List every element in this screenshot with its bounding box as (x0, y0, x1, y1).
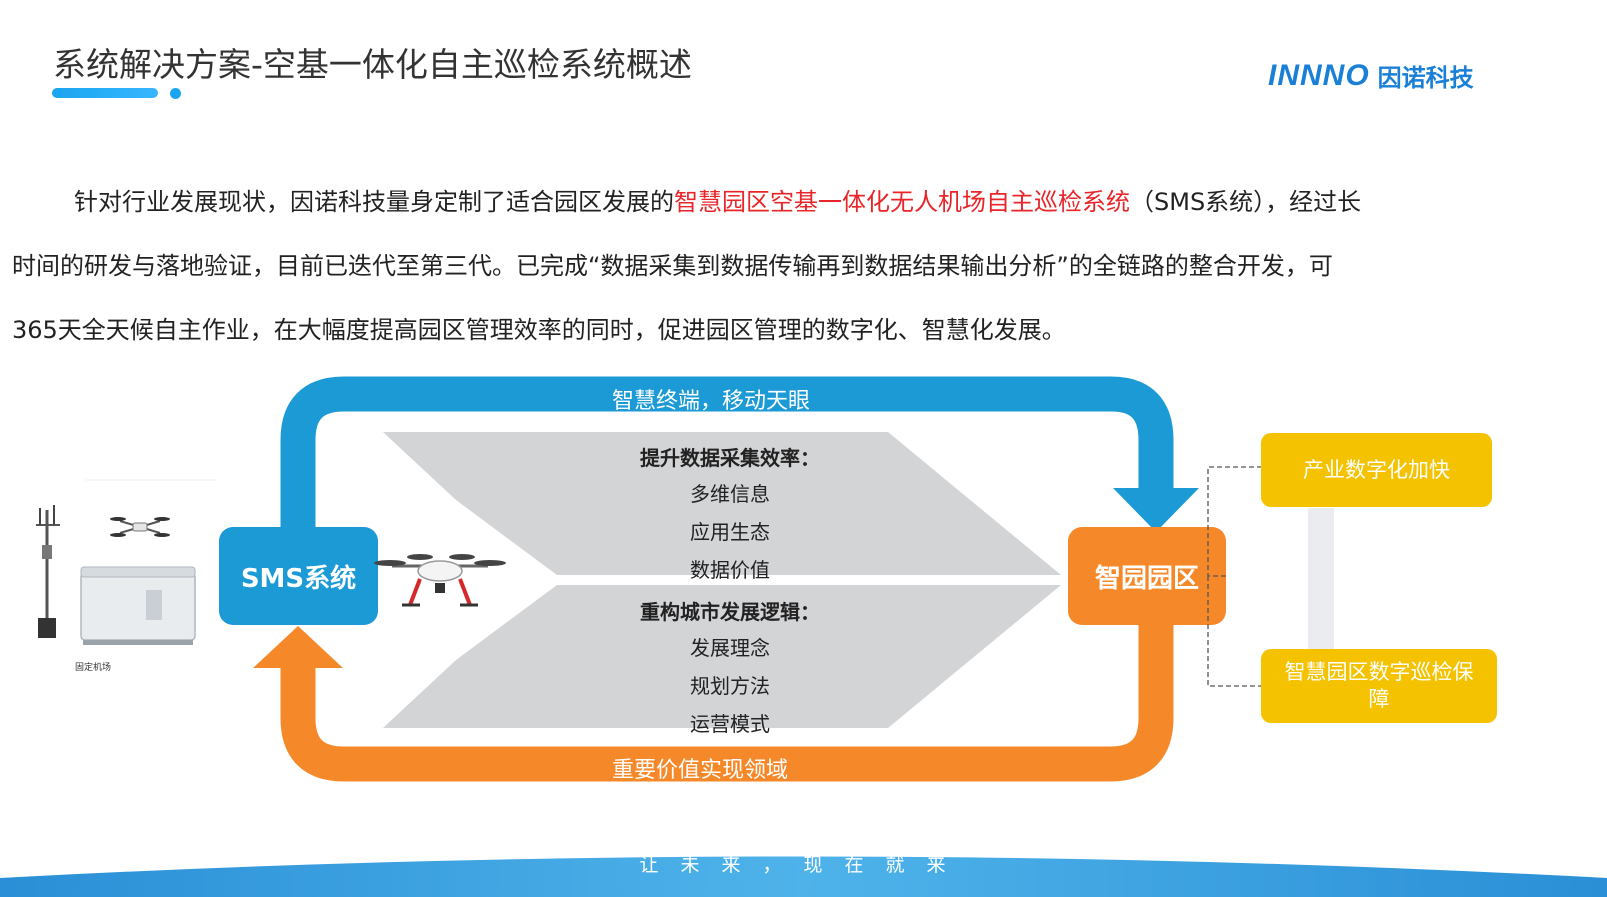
outcome-link-bar (1308, 508, 1334, 649)
park-node: 智园园区 (1094, 563, 1199, 594)
lower-box-heading: 重构城市发展逻辑： (640, 600, 820, 624)
upper-box-item: 数据价值 (690, 558, 770, 582)
lower-box-text: 重构城市发展逻辑： 发展理念 规划方法 运营模式 (590, 598, 870, 738)
lower-chevron-panel (383, 585, 1061, 728)
intro-paragraph: 针对行业发展现状，因诺科技量身定制了适合园区发展的智慧园区空基一体化无人机场自主… (12, 170, 1552, 362)
intro-line-1: 针对行业发展现状，因诺科技量身定制了适合园区发展的智慧园区空基一体化无人机场自主… (12, 170, 1552, 234)
outcome-box-2 (1261, 649, 1497, 723)
sms-node: SMS系统 (240, 563, 357, 594)
upper-chevron-panel (383, 432, 1061, 575)
top-blue-arrow (280, 376, 1174, 530)
logo-company-name: 因诺科技 (1377, 64, 1474, 92)
top-blue-arrowhead (1113, 488, 1199, 532)
outcome-label-1: 产业数字化加快 (1303, 457, 1450, 482)
footer-wave (0, 856, 1607, 897)
drone-icon (374, 554, 506, 607)
upper-box-heading: 提升数据采集效率： (640, 446, 820, 470)
top-arrow-label: 智慧终端，移动天眼 (612, 389, 811, 414)
footer-slogan: 让未来，现在就来 (639, 854, 968, 876)
logo-mark: INNNO (1268, 58, 1370, 92)
park-node-box (1068, 527, 1226, 625)
title-underline (52, 88, 158, 98)
outcome-label-2: 智慧园区数字巡检保障 (1284, 660, 1474, 711)
intro-line-3: 365天全天候自主作业，在大幅度提高园区管理效率的同时，促进园区管理的数字化、智… (12, 316, 1066, 344)
lower-box-item: 规划方法 (690, 674, 770, 698)
bottom-orange-arrow (280, 625, 1174, 782)
lower-box-item: 运营模式 (690, 712, 770, 736)
intro-text: （SMS系统），经过长 (1130, 188, 1362, 216)
intro-text: 针对行业发展现状，因诺科技量身定制了适合园区发展的 (74, 188, 674, 216)
hangar-equipment-illustration (36, 479, 216, 645)
title-underline-dot (170, 88, 181, 99)
bottom-orange-arrowhead (253, 626, 343, 668)
lower-box-item: 发展理念 (690, 636, 770, 660)
bottom-arrow-label: 重要价值实现领域 (612, 758, 789, 783)
page-title: 系统解决方案-空基一体化自主巡检系统概述 (53, 45, 692, 84)
upper-box-item: 多维信息 (690, 482, 770, 506)
outcome-box-1 (1261, 433, 1492, 507)
equipment-caption: 固定机场 (75, 663, 112, 673)
brand-logo: INNNO 因诺科技 (1268, 58, 1474, 93)
upper-box-text: 提升数据采集效率： 多维信息 应用生态 数据价值 (590, 444, 870, 584)
outcome-connector (1207, 466, 1262, 687)
intro-line-2: 时间的研发与落地验证，目前已迭代至第三代。已完成“数据采集到数据传输再到数据结果… (12, 252, 1333, 280)
upper-box-item: 应用生态 (690, 520, 770, 544)
intro-highlight: 智慧园区空基一体化无人机场自主巡检系统 (674, 188, 1130, 216)
sms-node-box (219, 527, 378, 625)
